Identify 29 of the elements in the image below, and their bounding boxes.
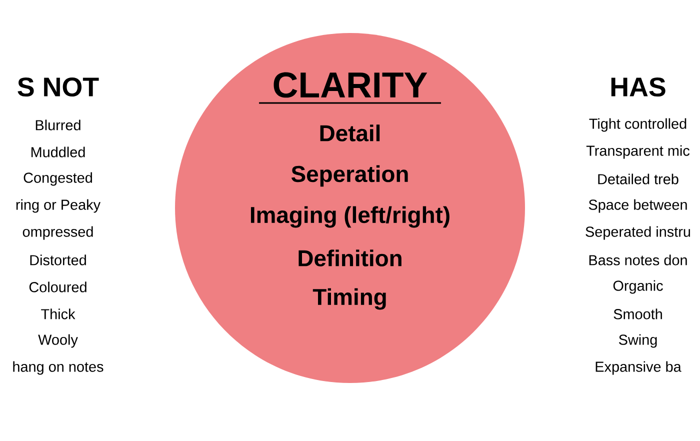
list-item: Seperated instru [586,226,690,240]
list-item: ompressed [22,226,93,240]
heading: CLARITY [259,72,441,104]
list-item: Blurred [36,120,80,130]
list-item: Imaging (left/right) [250,206,450,228]
list-item: Organic [613,280,663,294]
list-item: Detail [320,124,380,142]
list-item: Detailed treb [598,174,678,184]
list-item: Space between [588,199,687,213]
list-item: Transparent mic [586,145,690,159]
column-heading: S NOT [18,77,99,97]
list-item: hang on notes [13,361,104,375]
column-heading: HAS [611,77,666,97]
list-item: Smooth [614,308,662,320]
list-item: Tight controlled [589,118,686,132]
list-item: Seperation [291,165,408,187]
list-item: Congested [24,172,92,186]
list-item: Expansive ba [596,361,682,375]
list-item: Muddled [32,146,85,158]
list-item: Bass notes don [589,254,687,266]
list-item: Wooly [38,334,78,348]
list-item: Swing [618,334,657,348]
list-item: Timing [312,288,386,310]
list-item: Thick [41,308,76,320]
list-item: ring or Peaky [16,199,101,213]
circle [175,33,525,383]
list-item: Coloured [29,282,86,292]
list-item: Distorted [30,254,86,266]
list-item: Definition [298,250,402,266]
